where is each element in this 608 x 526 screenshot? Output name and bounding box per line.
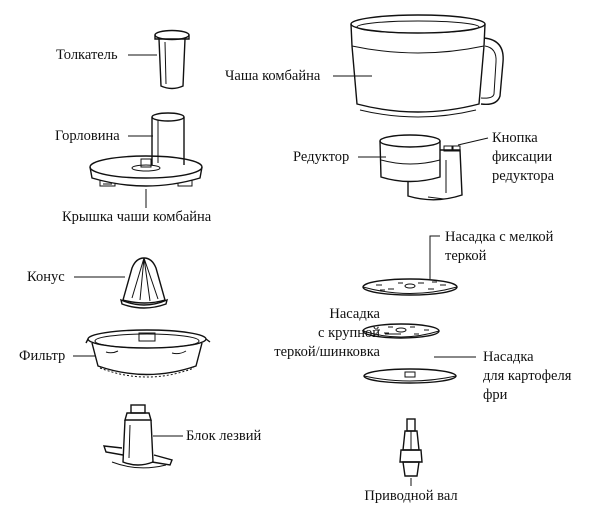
cone-drawing — [119, 257, 169, 309]
drive-shaft-drawing — [399, 418, 423, 477]
filter-drawing — [85, 329, 211, 378]
fries-disc-drawing — [363, 368, 457, 384]
coarse-grater-drawing — [362, 323, 440, 339]
fine-grater-drawing — [362, 278, 458, 296]
label-lid: Крышка чаши комбайна — [62, 209, 212, 225]
label-reducer: Редуктор — [293, 149, 350, 165]
leader-lines — [73, 54, 489, 486]
label-filter: Фильтр — [19, 348, 66, 364]
lid-drawing — [89, 112, 203, 187]
label-pusher: Толкатель — [56, 47, 118, 63]
label-coarse-grater-3: теркой/шинковка — [274, 344, 380, 360]
label-lock-button-1: Кнопка — [492, 130, 538, 146]
label-coarse-grater-1: Насадка — [329, 306, 380, 322]
label-fine-grater-1: Насадка с мелкой — [445, 229, 554, 245]
label-fries-disc-2: для картофеля — [483, 368, 572, 384]
label-drive-shaft: Приводной вал — [364, 488, 458, 504]
pusher-drawing — [154, 29, 190, 90]
reducer-drawing — [379, 134, 463, 201]
label-neck: Горловина — [55, 128, 120, 144]
label-coarse-grater-2: с крупной — [318, 325, 380, 341]
blade-unit-drawing — [102, 404, 173, 469]
label-lock-button-3: редуктора — [492, 168, 555, 184]
bowl-drawing — [350, 14, 504, 118]
label-lock-button-2: фиксации — [492, 149, 553, 165]
label-fries-disc-3: фри — [483, 387, 508, 403]
label-bowl: Чаша комбайна — [225, 68, 321, 84]
label-fine-grater-2: теркой — [445, 248, 487, 264]
label-cone: Конус — [27, 269, 65, 285]
label-fries-disc-1: Насадка — [483, 349, 534, 365]
label-blade-unit: Блок лезвий — [186, 428, 262, 444]
